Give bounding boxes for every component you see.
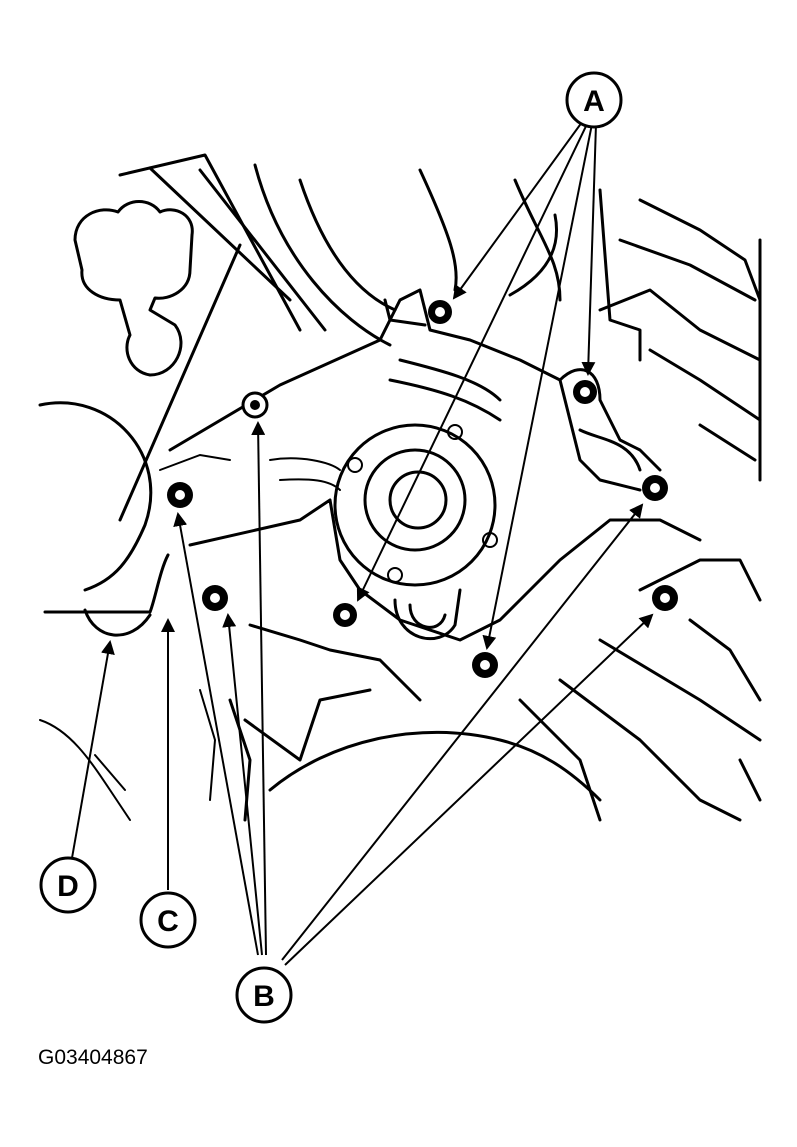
bolt-a-right [573, 380, 597, 404]
callout-d: D [39, 856, 97, 914]
figure-code: G03404867 [38, 1046, 148, 1069]
leader-a-4 [581, 123, 597, 376]
callout-c-label: C [157, 905, 179, 938]
bolt-b-lower-right [652, 585, 678, 611]
bolt-group [167, 300, 678, 678]
callout-a: A [565, 71, 623, 129]
leader-b-4 [281, 503, 644, 961]
callout-b-label: B [253, 980, 275, 1013]
callout-b: B [235, 966, 293, 1024]
bolt-b-right [642, 475, 668, 501]
leader-a-1 [452, 117, 586, 300]
bolt-b-upper-left [241, 391, 269, 419]
callout-c: C [139, 891, 197, 949]
leader-b-5 [284, 613, 654, 966]
leader-lines-b [173, 421, 654, 966]
leader-d [71, 640, 115, 859]
bolt-a-lower-left [333, 603, 357, 627]
bolt-b-left [167, 482, 193, 508]
bolt-b-lower-left [202, 585, 228, 611]
leader-a-3 [482, 123, 593, 650]
bolt-a-lower-right [472, 652, 498, 678]
bolt-a-top [428, 300, 452, 324]
callout-a-label: A [583, 85, 605, 118]
leader-b-3 [251, 421, 267, 956]
leader-b-2 [222, 613, 263, 956]
leader-b-1 [173, 512, 259, 956]
leader-a-2 [356, 121, 589, 602]
callout-d-label: D [57, 870, 79, 903]
leader-lines-a [356, 117, 597, 650]
